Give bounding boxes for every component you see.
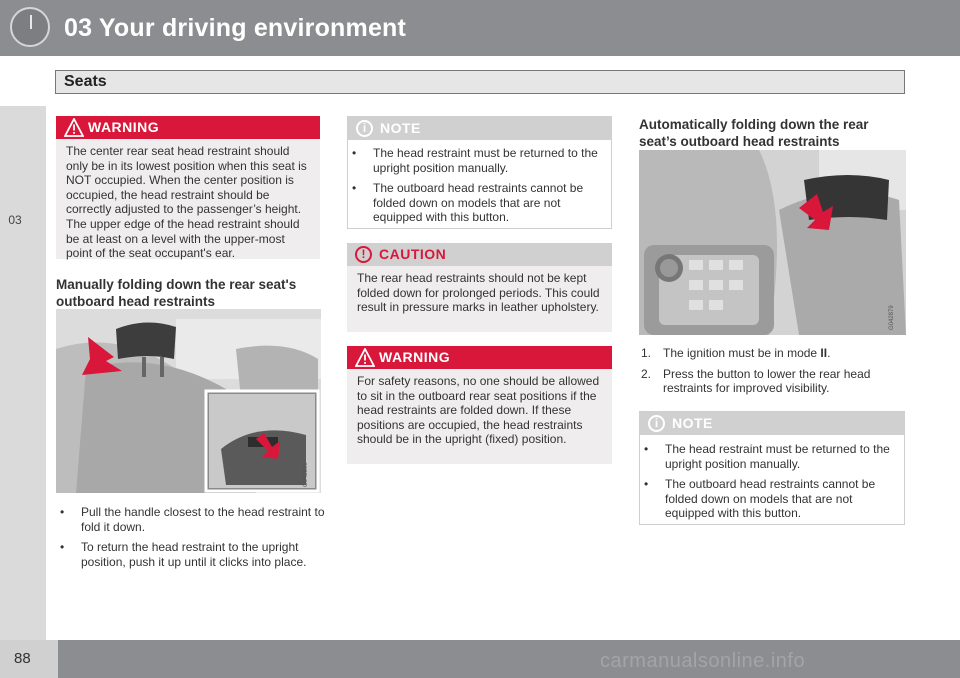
auto-fold-photo: G042879 bbox=[639, 150, 906, 335]
list-item: 2. Press the button to lower the rear hea… bbox=[639, 367, 907, 396]
side-tab-label: 03 bbox=[8, 213, 22, 227]
watermark: carmanualsonline.info bbox=[600, 650, 806, 672]
auto-fold-steps: 1. The ignition must be in mode II. 2. Pre… bbox=[639, 346, 907, 402]
warning-triangle-icon bbox=[64, 118, 84, 137]
note-header: i NOTE bbox=[640, 412, 904, 435]
chapter-title: 03 Your driving environment bbox=[64, 14, 407, 42]
note-title: NOTE bbox=[672, 415, 713, 431]
list-item: The outboard head restraints cannot be f… bbox=[640, 477, 894, 521]
info-icon: i bbox=[648, 415, 665, 432]
rear-seat-illustration bbox=[56, 309, 321, 493]
list-item: The head restraint must be returned to t… bbox=[348, 146, 601, 175]
warning-triangle-icon bbox=[355, 348, 375, 367]
list-item: To return the head restraint to the upri… bbox=[56, 540, 326, 569]
caution-title: CAUTION bbox=[379, 246, 447, 262]
section-bar: Seats bbox=[55, 70, 905, 94]
warning-box-outboard: WARNING For safety reasons, no one shoul… bbox=[347, 346, 612, 464]
step-text: Press the button to lower the rear head … bbox=[663, 366, 871, 396]
page-number-tab bbox=[0, 640, 58, 678]
caution-box: ! CAUTION The rear head restraints shoul… bbox=[347, 243, 612, 332]
warning-title: WARNING bbox=[88, 119, 160, 135]
side-tab bbox=[0, 56, 46, 640]
step-tail: . bbox=[827, 346, 831, 360]
note-header: i NOTE bbox=[348, 117, 611, 140]
manual-fold-steps: Pull the handle closest to the head rest… bbox=[56, 505, 326, 575]
image-code: G042879 bbox=[889, 305, 895, 330]
speedometer-icon bbox=[10, 7, 50, 47]
list-item: The outboard head restraints cannot be f… bbox=[348, 181, 601, 225]
warning-text: For safety reasons, no one should be all… bbox=[357, 374, 600, 447]
caution-header: ! CAUTION bbox=[347, 243, 612, 266]
step-bold: II bbox=[820, 346, 828, 360]
step-text: The ignition must be in mode bbox=[663, 346, 821, 360]
list-item: Pull the handle closest to the head rest… bbox=[56, 505, 326, 534]
page-number: 88 bbox=[14, 650, 31, 667]
info-icon: i bbox=[356, 120, 373, 137]
step-number: 2. bbox=[641, 366, 652, 381]
side-tab-gap bbox=[0, 56, 46, 106]
list-item: The head restraint must be returned to t… bbox=[640, 442, 894, 471]
warning-text: The center rear seat head restraint shou… bbox=[66, 144, 307, 261]
exclamation-icon: ! bbox=[355, 246, 372, 263]
step-number: 1. bbox=[641, 346, 652, 360]
note-title: NOTE bbox=[380, 120, 421, 136]
manual-fold-photo: G042800 bbox=[56, 309, 321, 493]
list-item: 1. The ignition must be in mode II. bbox=[639, 346, 907, 361]
dashboard-illustration bbox=[639, 150, 906, 335]
page-footer bbox=[0, 640, 960, 678]
image-code: G042800 bbox=[303, 462, 309, 487]
warning-header: WARNING bbox=[347, 346, 612, 369]
section-title: Seats bbox=[64, 73, 107, 90]
warning-box-center-seat: WARNING The center rear seat head restra… bbox=[56, 116, 320, 260]
note-box-auto: i NOTE The head restraint must be return… bbox=[639, 411, 905, 525]
warning-header: WARNING bbox=[56, 116, 320, 139]
auto-fold-heading: Automatically folding down the rear seat… bbox=[639, 117, 869, 149]
warning-title: WARNING bbox=[379, 349, 451, 365]
note-list: The head restraint must be returned to t… bbox=[348, 140, 611, 225]
caution-text: The rear head restraints should not be k… bbox=[357, 271, 600, 315]
manual-fold-heading: Manually folding down the rear seat's ou… bbox=[56, 277, 297, 309]
note-list: The head restraint must be returned to t… bbox=[640, 435, 904, 521]
chapter-header bbox=[0, 0, 960, 56]
note-box-button: i NOTE The head restraint must be return… bbox=[347, 116, 612, 229]
